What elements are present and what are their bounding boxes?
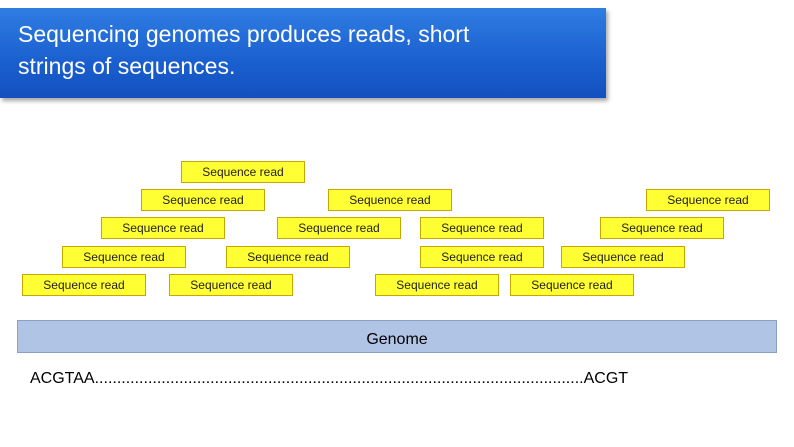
sequence-read-box: Sequence read	[646, 189, 770, 211]
sequence-read-box: Sequence read	[328, 189, 452, 211]
sequence-read-box: Sequence read	[600, 217, 724, 239]
sequence-read-box: Sequence read	[561, 246, 685, 268]
title-line-1: Sequencing genomes produces reads, short	[18, 21, 470, 47]
title-banner: Sequencing genomes produces reads, short…	[0, 8, 606, 98]
sequence-read-box: Sequence read	[420, 246, 544, 268]
sequence-read-box: Sequence read	[141, 189, 265, 211]
genome-sequence-text: ACGTAA..................................…	[30, 370, 629, 387]
title-line-2: strings of sequences.	[18, 53, 236, 79]
sequence-read-box: Sequence read	[62, 246, 186, 268]
sequence-read-box: Sequence read	[22, 274, 146, 296]
sequence-read-box: Sequence read	[420, 217, 544, 239]
sequence-read-box: Sequence read	[226, 246, 350, 268]
sequence-read-box: Sequence read	[510, 274, 634, 296]
sequence-read-box: Sequence read	[101, 217, 225, 239]
sequence-read-box: Sequence read	[181, 161, 305, 183]
sequence-read-box: Sequence read	[169, 274, 293, 296]
sequence-read-box: Sequence read	[277, 217, 401, 239]
sequence-read-box: Sequence read	[375, 274, 499, 296]
genome-label: Genome	[366, 331, 428, 348]
genome-bar: Genome	[17, 320, 777, 353]
